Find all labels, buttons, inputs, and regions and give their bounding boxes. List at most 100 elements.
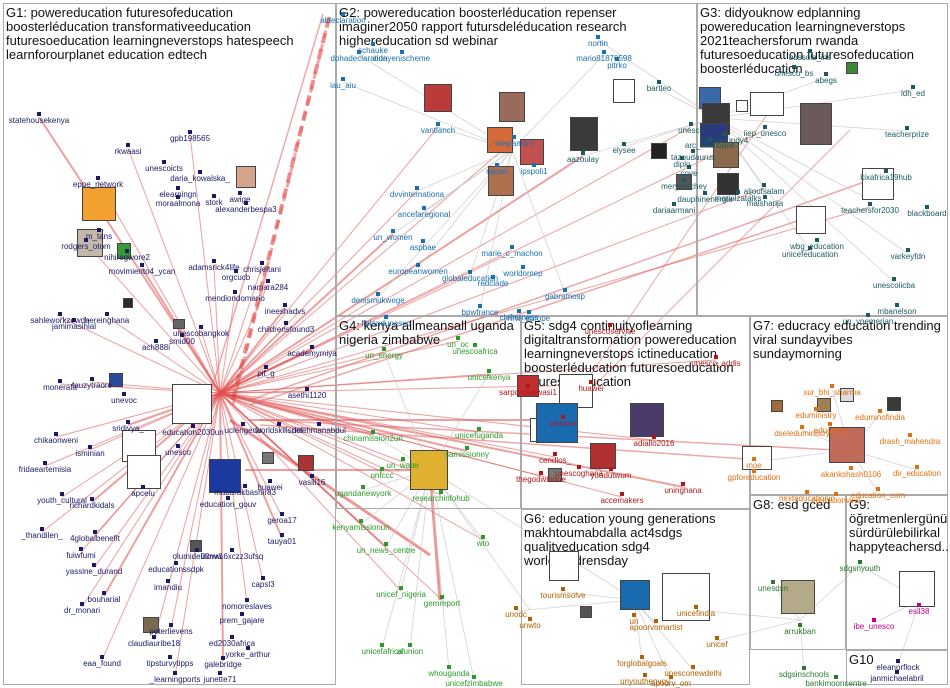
node-label[interactable]: tipsturvytipps	[146, 659, 194, 668]
node-image-icon[interactable]	[717, 173, 739, 195]
node-marker[interactable]	[154, 339, 158, 343]
node-marker[interactable]	[596, 35, 600, 39]
node-marker[interactable]	[173, 671, 177, 675]
node-marker[interactable]	[553, 452, 557, 456]
node-marker[interactable]	[691, 149, 695, 153]
node-marker[interactable]	[100, 655, 104, 659]
node-label[interactable]: vantlanch	[420, 126, 456, 135]
node-marker[interactable]	[371, 42, 375, 46]
node-label[interactable]: denismukwege	[351, 296, 405, 305]
node-label[interactable]: aspbae	[409, 243, 437, 252]
node-label[interactable]: unescoiicba	[872, 281, 916, 290]
node-label[interactable]: ngoac	[486, 167, 508, 176]
node-label[interactable]: unevoc	[111, 396, 137, 405]
node-label[interactable]: nomoreslaves	[222, 602, 272, 611]
node-label[interactable]: apoorvomartist	[629, 623, 683, 632]
node-marker[interactable]	[260, 261, 264, 265]
node-label[interactable]: youth_cultural	[37, 496, 87, 505]
node-marker[interactable]	[125, 249, 129, 253]
node-label[interactable]: orgcucb	[221, 273, 251, 282]
node-label[interactable]: globaleducation	[441, 274, 499, 283]
node-label[interactable]: wto	[476, 539, 490, 548]
node-marker[interactable]	[866, 313, 870, 317]
node-image-icon[interactable]	[613, 79, 635, 103]
node-marker[interactable]	[176, 186, 180, 190]
node-label[interactable]: meryemchey	[661, 182, 707, 191]
node-label[interactable]: schauke	[358, 46, 388, 55]
node-label[interactable]: educationssdpk	[148, 565, 204, 574]
node-marker[interactable]	[169, 623, 173, 627]
node-label[interactable]: vasili16	[298, 478, 326, 487]
node-label[interactable]: aazoulay	[566, 155, 600, 164]
node-marker[interactable]	[808, 246, 812, 250]
node-marker[interactable]	[517, 309, 521, 313]
node-label[interactable]: un_energy	[365, 351, 403, 360]
node-label[interactable]: pitrko	[607, 61, 627, 70]
node-marker[interactable]	[915, 465, 919, 469]
node-image-icon[interactable]	[840, 388, 854, 402]
node-label[interactable]: ach888i	[141, 343, 171, 352]
node-label[interactable]: education_gouv	[199, 500, 257, 509]
node-label[interactable]: elysee	[612, 146, 636, 155]
node-label[interactable]: un_oc	[447, 340, 469, 349]
node-label[interactable]: stegiannini	[494, 139, 534, 148]
node-marker[interactable]	[58, 379, 62, 383]
node-marker[interactable]	[317, 422, 321, 426]
node-marker[interactable]	[771, 580, 775, 584]
node-marker[interactable]	[652, 435, 656, 439]
node-marker[interactable]	[465, 446, 469, 450]
node-marker[interactable]	[643, 673, 647, 677]
node-marker[interactable]	[96, 176, 100, 180]
node-marker[interactable]	[752, 457, 756, 461]
node-label[interactable]: dr_monari	[63, 606, 101, 615]
node-marker[interactable]	[561, 415, 565, 419]
node-marker[interactable]	[152, 635, 156, 639]
node-marker[interactable]	[376, 292, 380, 296]
node-marker[interactable]	[268, 479, 272, 483]
node-image-icon[interactable]	[742, 446, 772, 470]
node-label[interactable]: apoorv_om	[650, 679, 692, 688]
node-marker[interactable]	[244, 201, 248, 205]
node-marker[interactable]	[416, 263, 420, 267]
node-label[interactable]: fuiwfumi	[66, 551, 96, 560]
node-label[interactable]: unicefafrica	[361, 647, 403, 656]
node-image-icon[interactable]	[173, 319, 185, 329]
node-image-icon[interactable]	[77, 229, 103, 257]
node-marker[interactable]	[218, 671, 222, 675]
node-label[interactable]: europeanwomen	[388, 267, 448, 276]
node-marker[interactable]	[905, 126, 909, 130]
node-label[interactable]: hereinghana	[84, 316, 130, 325]
node-image-icon[interactable]	[846, 62, 858, 74]
node-label[interactable]: bussola_ins	[788, 53, 832, 62]
node-label[interactable]: arrukban	[784, 627, 816, 636]
node-marker[interactable]	[141, 485, 145, 489]
node-marker[interactable]	[714, 355, 718, 359]
node-image-icon[interactable]	[117, 243, 131, 259]
node-image-icon[interactable]	[651, 143, 667, 159]
node-marker[interactable]	[380, 643, 384, 647]
node-label[interactable]: sahleworkzewde	[30, 316, 90, 325]
node-label[interactable]: worldomep	[503, 269, 543, 278]
node-marker[interactable]	[415, 186, 419, 190]
node-image-icon[interactable]	[750, 92, 784, 116]
node-label[interactable]: tauya01	[267, 537, 297, 546]
node-marker[interactable]	[608, 323, 612, 327]
node-label[interactable]: yorke_arthur	[225, 650, 271, 659]
node-marker[interactable]	[762, 183, 766, 187]
node-label[interactable]: huawei	[578, 384, 604, 393]
node-label[interactable]: 00nv&6xczz3ufsq	[200, 552, 264, 561]
node-label[interactable]: capsl3	[251, 580, 275, 589]
node-label[interactable]: adamsrick4life	[188, 263, 240, 272]
node-image-icon[interactable]	[123, 298, 133, 308]
node-marker[interactable]	[895, 303, 899, 307]
node-marker[interactable]	[391, 229, 395, 233]
node-marker[interactable]	[162, 160, 166, 164]
node-marker[interactable]	[264, 365, 268, 369]
node-image-icon[interactable]	[899, 571, 935, 607]
node-marker[interactable]	[357, 50, 361, 54]
node-marker[interactable]	[37, 112, 41, 116]
node-marker[interactable]	[815, 238, 819, 242]
node-label[interactable]: chinamission2un	[343, 434, 403, 443]
node-marker[interactable]	[305, 387, 309, 391]
node-label[interactable]: geroa17	[267, 516, 297, 525]
